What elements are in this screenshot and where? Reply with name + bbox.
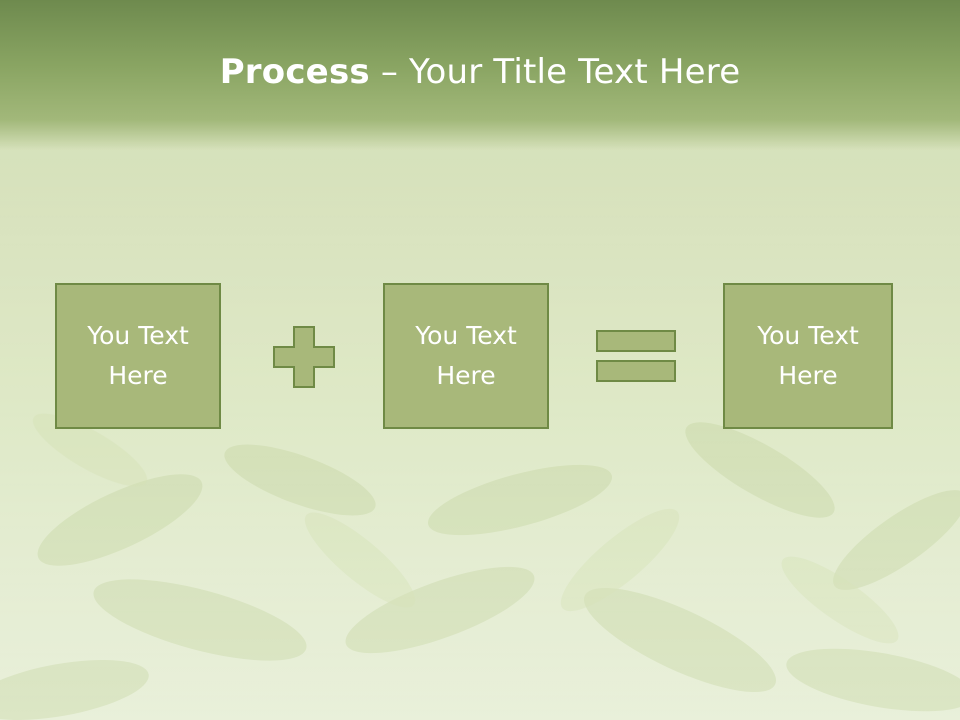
- plus-icon: [273, 326, 335, 388]
- process-box-2-text: You Text Here: [415, 321, 517, 390]
- title-rest-part: – Your Title Text Here: [369, 52, 741, 92]
- title-band: [0, 0, 960, 150]
- process-box-3[interactable]: You Text Here: [723, 283, 893, 429]
- title-bold-part: Process: [219, 52, 370, 92]
- process-box-1-text: You Text Here: [87, 321, 189, 390]
- process-box-1[interactable]: You Text Here: [55, 283, 221, 429]
- process-box-3-text: You Text Here: [757, 321, 859, 390]
- process-box-2[interactable]: You Text Here: [383, 283, 549, 429]
- slide-title: Process – Your Title Text Here: [0, 52, 960, 92]
- equals-icon: [596, 330, 676, 382]
